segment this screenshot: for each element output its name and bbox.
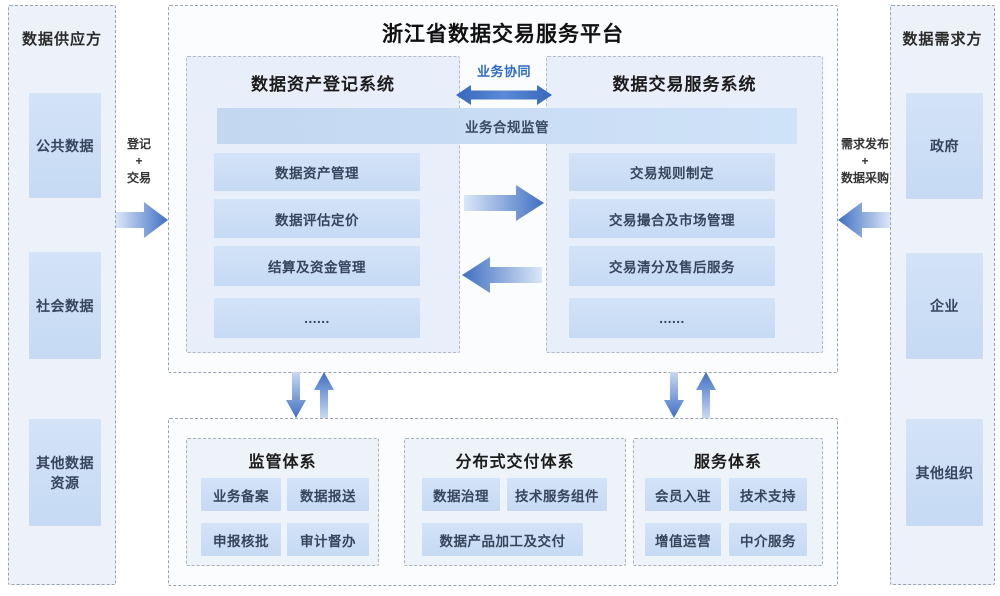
registry-item-settlement-funds: 结算及资金管理 <box>214 246 420 286</box>
platform-container: 浙江省数据交易服务平台 数据资产登记系统 数据交易服务系统 业务协同 业务合规监… <box>168 5 838 373</box>
demand-left-arrow-icon <box>838 202 890 238</box>
supply-column-title: 数据供应方 <box>21 31 102 48</box>
supply-flow-label: 登记 + 交易 <box>114 136 164 187</box>
demand-flow-line-2: 数据采购 <box>840 171 889 185</box>
bottom-systems-container: 监管体系 业务备案 数据报送 申报核批 审计督办 分布式交付体系 数据治理 技术… <box>168 418 838 586</box>
delivery-system-box: 分布式交付体系 数据治理 技术服务组件 数据产品加工及交付 <box>404 438 626 566</box>
collaboration-label: 业务协同 <box>476 64 531 79</box>
platform-down-arrow-right-icon <box>664 372 684 418</box>
registry-item-asset-management: 数据资产管理 <box>214 153 420 191</box>
service-title: 服务体系 <box>693 454 762 471</box>
demand-item-other-organizations: 其他组织 <box>906 419 983 526</box>
demand-item-government: 政府 <box>906 93 983 199</box>
supervision-item-business-filing: 业务备案 <box>201 478 281 511</box>
platform-title: 浙江省数据交易服务平台 <box>382 23 624 46</box>
delivery-item-tech-service-components: 技术服务组件 <box>507 478 607 511</box>
supply-item-social-data: 社会数据 <box>29 252 101 359</box>
demand-column-title: 数据需求方 <box>902 31 983 48</box>
plus-sign: + <box>135 154 143 168</box>
trading-item-clearing-aftersales: 交易清分及售后服务 <box>569 246 775 286</box>
supply-flow-line-1: 登记 <box>126 137 151 151</box>
service-item-technical-support: 技术支持 <box>729 478 807 511</box>
registry-item-valuation-pricing: 数据评估定价 <box>214 199 420 238</box>
registry-item-ellipsis: ...... <box>214 298 420 338</box>
supervision-system-box: 监管体系 业务备案 数据报送 申报核批 审计督办 <box>186 438 379 566</box>
service-item-value-added-operation: 增值运营 <box>645 523 721 556</box>
service-system-box: 服务体系 会员入驻 技术支持 增值运营 中介服务 <box>633 438 823 566</box>
demand-column: 数据需求方 政府 企业 其他组织 <box>890 5 995 585</box>
supply-flow-line-2: 交易 <box>126 171 151 185</box>
trading-item-rule-making: 交易规则制定 <box>569 153 775 191</box>
platform-down-arrow-left-icon <box>286 372 306 418</box>
registry-system-title: 数据资产登记系统 <box>251 75 395 94</box>
supervision-item-audit-supervision: 审计督办 <box>287 523 369 556</box>
delivery-title: 分布式交付体系 <box>455 454 575 471</box>
supervision-item-data-reporting: 数据报送 <box>287 478 369 511</box>
delivery-item-product-processing-delivery: 数据产品加工及交付 <box>422 523 583 556</box>
supervision-item-declaration-approval: 申报核批 <box>201 523 281 556</box>
trading-item-ellipsis: ...... <box>569 298 775 338</box>
trading-item-matching-market: 交易撮合及市场管理 <box>569 199 775 238</box>
trading-system-title: 数据交易服务系统 <box>612 75 757 94</box>
demand-flow-line-1: 需求发布 <box>840 137 889 151</box>
supervision-title: 监管体系 <box>248 454 317 471</box>
collaboration-double-arrow-icon <box>456 85 552 105</box>
delivery-item-data-governance: 数据治理 <box>422 478 500 511</box>
demand-item-enterprise: 企业 <box>906 253 983 359</box>
supply-right-arrow-icon <box>116 202 168 238</box>
supply-item-public-data: 公共数据 <box>29 93 101 198</box>
compliance-bar: 业务合规监管 <box>217 108 797 144</box>
platform-up-arrow-left-icon <box>314 372 334 418</box>
plus-sign: + <box>861 154 869 168</box>
supply-item-other-data: 其他数据资源 <box>29 419 101 526</box>
demand-flow-label: 需求发布 + 数据采购 <box>838 136 892 187</box>
service-item-intermediary-services: 中介服务 <box>729 523 807 556</box>
supply-column: 数据供应方 公共数据 社会数据 其他数据资源 <box>8 5 116 585</box>
platform-up-arrow-right-icon <box>696 372 716 418</box>
service-item-member-onboarding: 会员入驻 <box>645 478 721 511</box>
trading-to-registry-arrow-icon <box>462 257 542 293</box>
registry-to-trading-arrow-icon <box>464 185 544 221</box>
